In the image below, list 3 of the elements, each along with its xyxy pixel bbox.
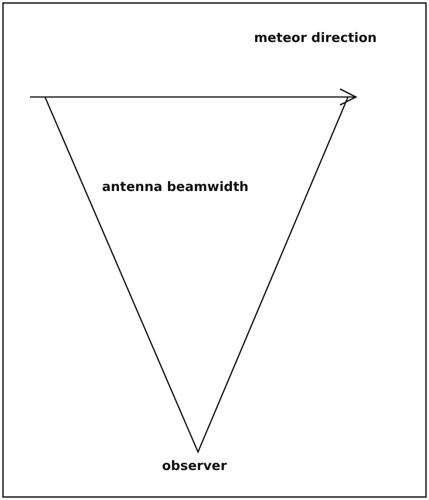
direction-label: meteor direction <box>254 31 377 46</box>
observer-label: observer <box>162 459 227 474</box>
beamwidth-label: antenna beamwidth <box>102 180 249 195</box>
